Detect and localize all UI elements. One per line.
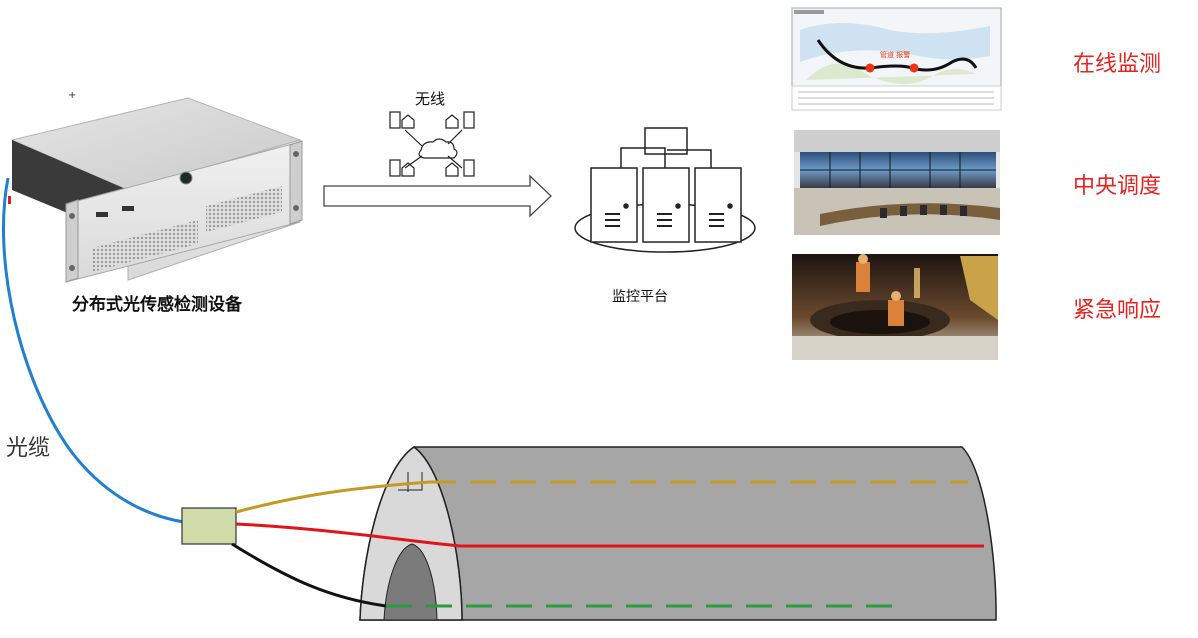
fiber-black-lead <box>231 542 387 608</box>
function-online-monitoring: 在线监测 <box>1073 52 1162 77</box>
fiber-red-lead <box>235 522 461 548</box>
wireless-label: 无线 <box>415 90 446 108</box>
svg-text:+: + <box>68 90 76 101</box>
function-emergency-response: 紧急响应 <box>1073 298 1162 323</box>
optical-cable-line <box>2 177 185 524</box>
map-caption-text: 管道 报警 <box>880 50 910 59</box>
device-label: 分布式光传感检测设备 <box>72 295 242 315</box>
emergency-response-image <box>792 254 998 360</box>
fiber-junction-box <box>181 507 237 545</box>
data-flow-arrow <box>323 174 552 218</box>
platform-label: 监控平台 <box>612 289 668 305</box>
sensing-device-image: + <box>8 90 303 283</box>
wireless-network-icon <box>389 111 475 177</box>
monitoring-platform-icon <box>574 127 756 253</box>
pipeline-cutaway <box>359 446 997 621</box>
fiber-gold-lead <box>235 480 431 514</box>
function-central-dispatch: 中央调度 <box>1073 174 1162 199</box>
cable-label: 光缆 <box>6 436 51 461</box>
central-dispatch-image <box>794 130 1000 235</box>
online-monitoring-map-image: 管道 报警 <box>791 7 1002 111</box>
